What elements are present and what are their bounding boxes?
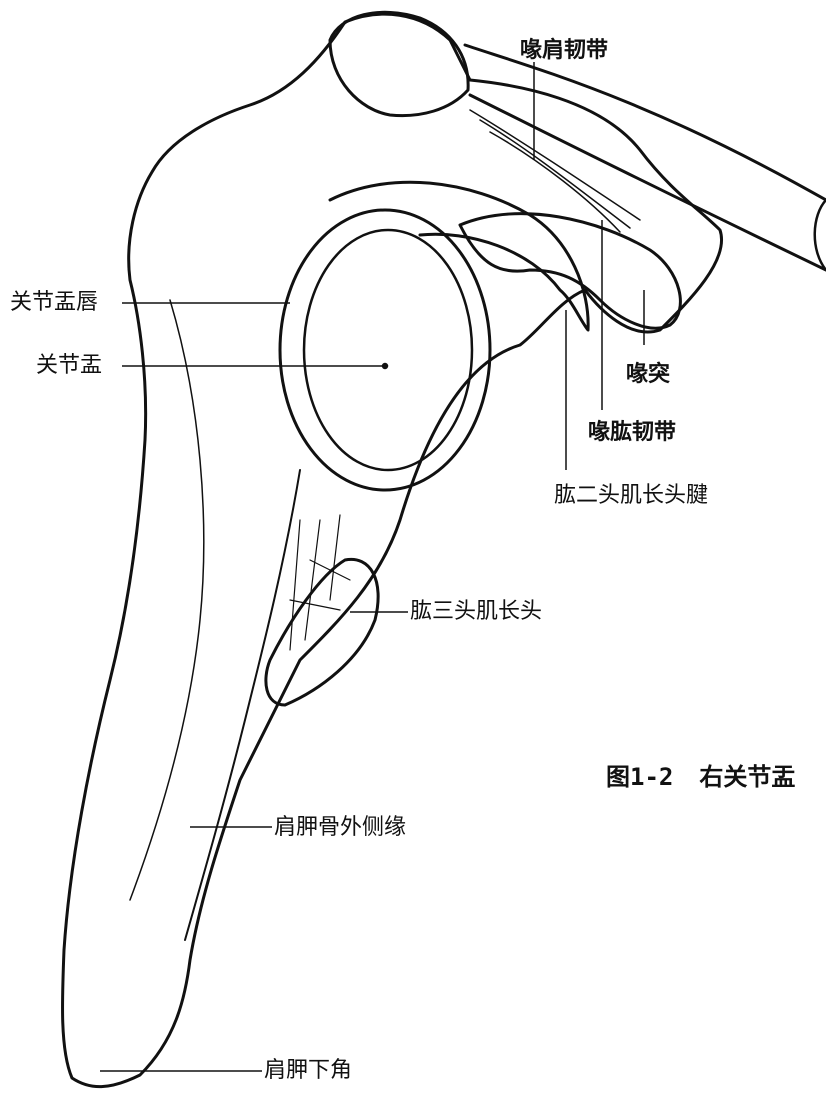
figure-caption: 图1-2 右关节盂 (606, 757, 795, 792)
label-biceps-long-head-tendon: 肱二头肌长头腱 (554, 483, 708, 509)
label-coracoacromial-ligament: 喙肩韧带 (520, 38, 608, 64)
coracoacromial-fibers (470, 110, 640, 232)
biceps-tendon-hook (330, 182, 588, 330)
acromion-outline (330, 12, 468, 115)
triceps-attachment (266, 559, 378, 705)
coracoid-outline (460, 214, 680, 329)
label-glenoid-labrum: 关节盂唇 (10, 290, 98, 316)
figure-number: 图1-2 (606, 763, 673, 791)
label-lateral-border-scapula: 肩胛骨外侧缘 (274, 815, 406, 841)
clavicle-end (815, 200, 826, 270)
label-coracohumeral-ligament: 喙肱韧带 (588, 420, 676, 446)
label-coracoid-process: 喙突 (626, 362, 670, 388)
glenoid-labrum-ring (280, 210, 490, 490)
glenoid-center-dot (383, 364, 388, 369)
label-glenoid-cavity: 关节盂 (36, 353, 102, 379)
label-inferior-angle-scapula: 肩胛下角 (264, 1058, 352, 1084)
label-triceps-long-head: 肱三头肌长头 (410, 599, 542, 625)
figure-title: 右关节盂 (699, 763, 795, 791)
scapula-body-outline (62, 14, 721, 1087)
glenoid-cavity (304, 230, 472, 470)
blade-inner-line (130, 300, 204, 900)
